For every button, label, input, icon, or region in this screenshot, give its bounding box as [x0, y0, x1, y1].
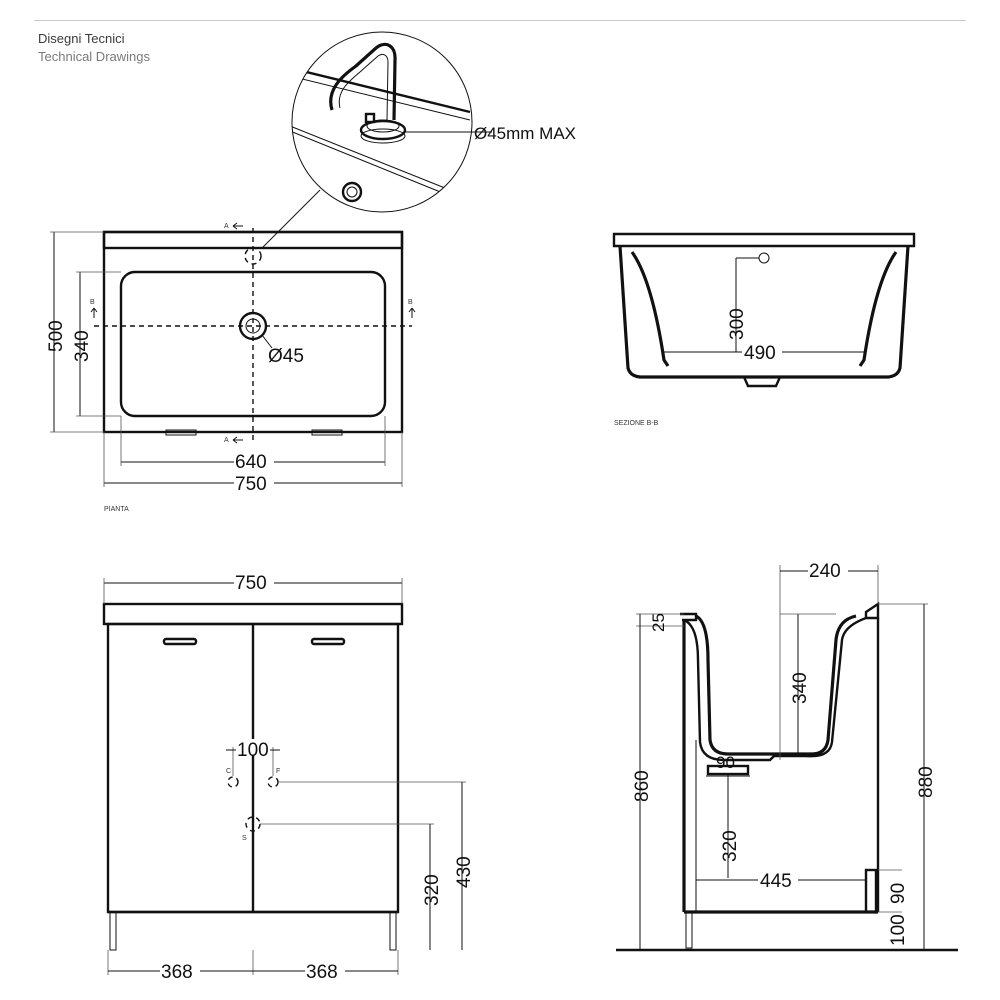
- side-basin-outer: [695, 614, 857, 756]
- side-top-rear-lip: [864, 601, 880, 620]
- marker-b-right-arrow: [408, 307, 416, 318]
- marker-b-right: B: [408, 299, 413, 306]
- section-bb-view: 300 490 SEZIONE B-B: [612, 232, 916, 427]
- faucet-nut: [364, 112, 376, 124]
- plan-foot-right: [311, 429, 343, 436]
- detail-connector-line: [261, 189, 321, 249]
- side-dim-445-gap: [758, 870, 798, 886]
- section-basin-right-inner: [858, 251, 898, 367]
- faucet-spout-inner: [338, 53, 389, 121]
- side-dim-340: 340: [790, 672, 811, 704]
- plan-dim-750-gap: [234, 474, 274, 490]
- front-countertop: [102, 602, 404, 626]
- front-dim-100: 100: [237, 740, 269, 761]
- section-drain: [742, 376, 782, 388]
- front-handle-right: [310, 637, 346, 646]
- front-leg-right: [389, 911, 397, 951]
- front-dim-320: 320: [422, 874, 443, 906]
- side-dim-240-gap: [808, 561, 848, 577]
- marker-s: S: [242, 835, 247, 842]
- title-italian: Disegni Tecnici: [38, 31, 125, 46]
- front-dim-368-left-gap: [160, 962, 200, 978]
- side-dim-90-top: 90: [716, 753, 735, 772]
- marker-a-top-arrow: [232, 222, 243, 230]
- overflow-hole: [341, 181, 363, 203]
- front-dim-750: 750: [235, 573, 267, 594]
- detail-countertop-edge: [292, 66, 471, 114]
- marker-a-bottom-arrow: [232, 436, 243, 444]
- plan-drain-leader: [261, 334, 273, 349]
- detail-countertop-edge-inner: [292, 75, 471, 121]
- side-dim-25: 25: [649, 613, 668, 632]
- side-top-front-lip: [680, 612, 698, 622]
- hole-max-label: Ø45mm MAX: [474, 124, 576, 143]
- plan-dim-750: 750: [235, 474, 267, 495]
- marker-a-top: A: [224, 223, 229, 230]
- side-dim-320: 320: [720, 830, 741, 862]
- front-dim-430: 430: [454, 856, 475, 888]
- side-section-view: 90 240 25 340 860 880 320 445 90: [616, 561, 958, 952]
- detail-basin-wall: [292, 125, 471, 199]
- side-back-drain: [864, 868, 878, 914]
- plan-dim-500: 500: [46, 320, 67, 352]
- plan-basin: [119, 270, 387, 418]
- title-english: Technical Drawings: [38, 49, 150, 64]
- plan-dim-640: 640: [235, 452, 267, 473]
- section-overflow-hole: [758, 252, 770, 264]
- side-dim-860: 860: [632, 770, 653, 802]
- marker-f: F: [276, 768, 280, 775]
- front-dim-368-right: 368: [306, 962, 338, 983]
- section-dim-300: 300: [727, 308, 748, 340]
- plan-dim-640-gap: [234, 452, 274, 468]
- plan-dim-340: 340: [72, 330, 93, 362]
- front-dim-368-right-gap: [305, 962, 345, 978]
- plan-foot-left: [165, 429, 197, 436]
- section-basin-outer: [618, 245, 910, 379]
- header-rule: [34, 20, 966, 21]
- front-dim-100-gap: [236, 739, 270, 755]
- side-dim-445: 445: [760, 871, 792, 892]
- section-countertop: [612, 232, 916, 248]
- plan-drain-outer: [238, 311, 268, 341]
- marker-b-left-arrow: [90, 307, 98, 318]
- section-basin-left-inner: [630, 251, 670, 367]
- front-view: C F S 750 100 430 320 368 368: [102, 573, 475, 983]
- faucet-detail-view: Ø45mm MAX: [261, 31, 576, 249]
- side-basin-inner: [683, 616, 867, 762]
- section-dim-490: 490: [744, 343, 776, 364]
- section-caption: SEZIONE B-B: [614, 420, 659, 427]
- plan-drain-label: Ø45: [268, 346, 304, 367]
- front-cold-connection: [227, 776, 239, 788]
- side-dim-880: 880: [916, 766, 937, 798]
- side-leg-front: [685, 911, 693, 949]
- plan-view: Ø45 A A B B 500 340 640 750 PIANTA: [46, 222, 416, 513]
- faucet-base-ring: [359, 119, 407, 141]
- front-dim-368-left: 368: [161, 962, 193, 983]
- plan-caption: PIANTA: [104, 506, 129, 513]
- plan-drain-inner: [245, 318, 261, 334]
- side-dim-100: 100: [888, 914, 909, 946]
- side-dim-90-side: 90: [888, 883, 909, 904]
- front-hot-connection: [267, 776, 279, 788]
- side-dim-240: 240: [809, 561, 841, 582]
- faucet-base-top: [366, 119, 400, 133]
- detail-circle: [291, 31, 473, 213]
- front-handle-left: [162, 637, 198, 646]
- faucet-base-bottom: [360, 128, 406, 144]
- marker-a-bottom: A: [224, 437, 229, 444]
- marker-c: C: [226, 768, 231, 775]
- marker-b-left: B: [90, 299, 95, 306]
- section-dim-490-gap: [742, 342, 782, 358]
- faucet-spout: [329, 42, 397, 121]
- front-dim-750-gap: [234, 573, 274, 589]
- overflow-hole-inner: [346, 186, 358, 198]
- front-leg-left: [109, 911, 117, 951]
